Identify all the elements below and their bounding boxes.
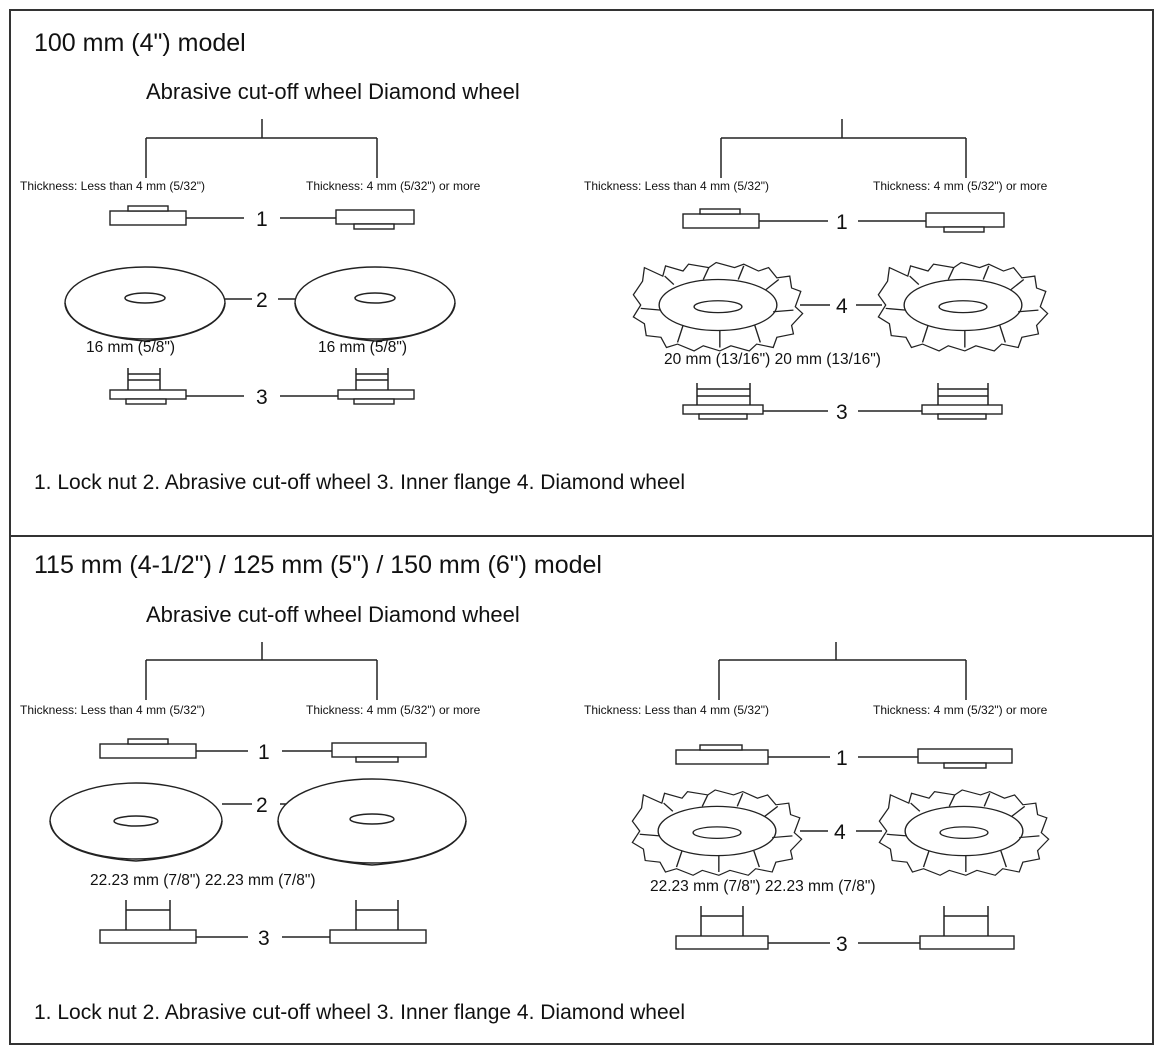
panel-2-diamond-lock-nut-thin — [675, 744, 769, 765]
panel-1-diamond-thin-label: Thickness: Less than 4 mm (5/32") — [584, 179, 769, 193]
panel-1-legend: 1. Lock nut 2. Abrasive cut-off wheel 3.… — [34, 471, 685, 494]
panel-1-diamond-callout-4: 4 — [836, 295, 848, 318]
panel-1-diamond-thick-label: Thickness: 4 mm (5/32") or more — [873, 179, 1048, 193]
panel-2-abrasive-wheel-right — [277, 778, 467, 866]
panel-1-abrasive-wheel-right — [294, 266, 456, 342]
panel-1-abrasive-lock-nut-thick — [335, 209, 415, 230]
panel-1-diamond-dim: 20 mm (13/16") 20 mm (13/16") — [664, 351, 881, 368]
panel-1-abrasive-inner-flange-left — [109, 368, 187, 405]
panel-2-abrasive-callout-3: 3 — [258, 927, 270, 950]
panel-2-diamond-tree — [718, 642, 967, 700]
panel-1-abrasive-dim-left: 16 mm (5/8") — [86, 339, 175, 356]
panel-2-title: 115 mm (4-1/2") / 125 mm (5") / 150 mm (… — [34, 551, 602, 579]
panel-1-diamond-wheel-right — [877, 261, 1049, 352]
panel-1-diamond-inner-flange-right — [921, 383, 1003, 420]
panel-2-abrasive-tree — [145, 642, 378, 700]
panel-2-diamond-dim: 22.23 mm (7/8") 22.23 mm (7/8") — [650, 878, 876, 895]
panel-2-header: Abrasive cut-off wheel Diamond wheel — [146, 602, 520, 627]
panel-2-abrasive-wheel-left — [49, 782, 223, 862]
panel-1-abrasive-thin-label: Thickness: Less than 4 mm (5/32") — [20, 179, 205, 193]
panel-2-abrasive-dim: 22.23 mm (7/8") 22.23 mm (7/8") — [90, 872, 316, 889]
panel-2-diamond-wheel-right — [878, 789, 1050, 876]
panel-1-abrasive-tree — [145, 119, 378, 178]
panel-2-diamond-lock-nut-thick — [917, 748, 1013, 769]
panel-2-abrasive-callout-1: 1 — [258, 741, 270, 764]
panel-1-abrasive-callout-3: 3 — [256, 386, 268, 409]
panel-2-diamond-callout-4: 4 — [834, 821, 846, 844]
panel-1-title: 100 mm (4") model — [34, 29, 246, 57]
panel-2-diamond-thin-label: Thickness: Less than 4 mm (5/32") — [584, 703, 769, 717]
panel-2-diamond-thick-label: Thickness: 4 mm (5/32") or more — [873, 703, 1048, 717]
panel-1-abrasive-callout-2: 2 — [256, 289, 268, 312]
panel-1-diamond-tree — [720, 119, 967, 178]
panel-2-abrasive-lock-nut-thin — [99, 738, 197, 759]
panel-1-diamond-lock-nut-thin — [682, 208, 760, 229]
panel-2-abrasive-thin-label: Thickness: Less than 4 mm (5/32") — [20, 703, 205, 717]
panel-1-header: Abrasive cut-off wheel Diamond wheel — [146, 79, 520, 104]
panel-1-diamond-callout-1: 1 — [836, 211, 848, 234]
panel-1-abrasive-wheel-left — [64, 266, 226, 342]
panel-2-diamond-inner-flange-right — [919, 906, 1015, 950]
panel-1-abrasive-inner-flange-right — [337, 368, 415, 405]
panel-2-diamond-callout-1: 1 — [836, 747, 848, 770]
panel-2-diamond-inner-flange-left — [675, 906, 769, 950]
panel-1-diamond-callout-3: 3 — [836, 401, 848, 424]
panel-1-abrasive-thick-label: Thickness: 4 mm (5/32") or more — [306, 179, 481, 193]
panel-2-diamond-callout-3: 3 — [836, 933, 848, 956]
panel-2-abrasive-lock-nut-thick — [331, 742, 427, 763]
panel-1-diamond-lock-nut-thick — [925, 212, 1005, 233]
panel-2-abrasive-inner-flange-left — [99, 900, 197, 944]
panel-2-abrasive-thick-label: Thickness: 4 mm (5/32") or more — [306, 703, 481, 717]
panel-1-abrasive-lock-nut-thin — [109, 205, 187, 226]
panel-1-abrasive-callout-1: 1 — [256, 208, 268, 231]
panel-2-abrasive-inner-flange-right — [329, 900, 427, 944]
panel-1-diamond-wheel-left — [632, 261, 804, 352]
panel-2-border — [9, 535, 1154, 1045]
panel-1-diamond-inner-flange-left — [682, 383, 764, 420]
panel-1-abrasive-dim-right: 16 mm (5/8") — [318, 339, 407, 356]
panel-2-abrasive-callout-2: 2 — [256, 794, 268, 817]
panel-2-diamond-wheel-left — [631, 789, 803, 876]
panel-2-legend: 1. Lock nut 2. Abrasive cut-off wheel 3.… — [34, 1001, 685, 1024]
